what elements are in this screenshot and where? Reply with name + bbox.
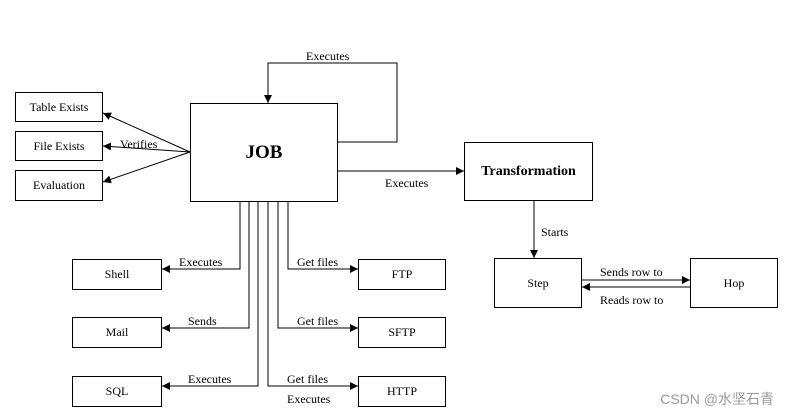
- node-job: JOB: [190, 103, 338, 202]
- node-mail: Mail: [72, 317, 162, 348]
- node-ftp: FTP: [358, 259, 446, 290]
- node-transformation: Transformation: [464, 142, 593, 201]
- edge-job-to-http: [267, 202, 358, 390]
- label-job-to-http: Get files: [287, 372, 328, 386]
- label-job-to-sql: Executes: [188, 372, 232, 386]
- node-sql: SQL: [72, 376, 162, 407]
- node-http: HTTP: [358, 376, 446, 407]
- edge-verifies-evaluation: [102, 151, 191, 184]
- label-job-to-transformation: Executes: [385, 176, 429, 190]
- label-job-to-shell: Executes: [179, 255, 223, 269]
- node-sftp: SFTP: [358, 317, 446, 348]
- edge-job-self-loop: [264, 62, 398, 143]
- label-job-to-sftp: Get files: [297, 314, 338, 328]
- label-step-to-hop: Sends row to: [600, 265, 663, 279]
- edge-verifies-file-exists: [102, 142, 191, 153]
- label-job-to-ftp: Get files: [297, 255, 338, 269]
- edge-verifies-table-exists: [102, 112, 191, 153]
- node-evaluation: Evaluation: [15, 170, 103, 201]
- edge-job-to-mail: [162, 202, 250, 332]
- node-hop: Hop: [690, 258, 778, 308]
- node-step: Step: [494, 258, 582, 308]
- label-transformation-to-step: Starts: [541, 225, 569, 239]
- node-shell: Shell: [72, 259, 162, 290]
- label-verifies: Verifies: [120, 137, 158, 151]
- label-job-self-loop: Executes: [306, 49, 350, 63]
- label-hop-to-step: Reads row to: [600, 293, 664, 307]
- edge-job-to-shell: [162, 202, 241, 273]
- edge-job-to-ftp: [287, 202, 358, 273]
- label-job-to-http-bottom: Executes: [287, 392, 331, 406]
- node-table-exists: Table Exists: [15, 92, 103, 122]
- edge-job-to-sql: [162, 202, 259, 390]
- edge-job-to-sftp: [277, 202, 358, 332]
- node-file-exists: File Exists: [15, 131, 103, 161]
- watermark: CSDN @水坚石青: [660, 391, 774, 407]
- label-job-to-mail: Sends: [188, 314, 217, 328]
